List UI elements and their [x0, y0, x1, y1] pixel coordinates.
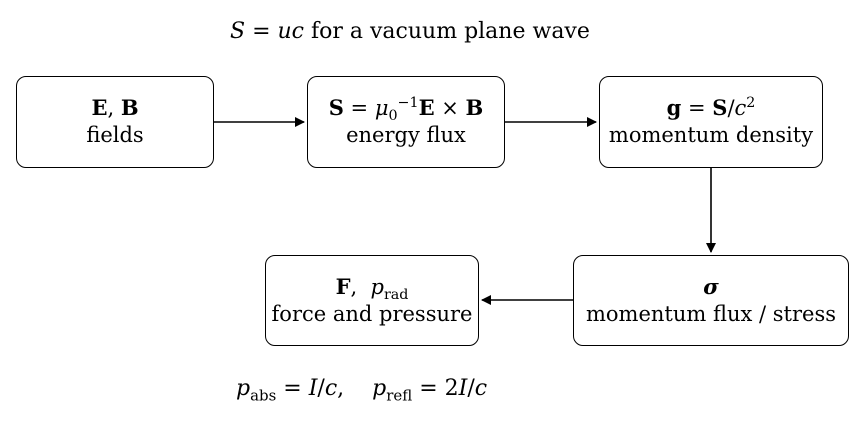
node-stress-math: σ [703, 273, 719, 299]
node-fields: E, B fields [16, 76, 214, 168]
node-flux-label: energy flux [346, 123, 466, 147]
node-force: F, prad force and pressure [265, 255, 479, 346]
top-caption-text: for a vacuum plane wave [311, 19, 590, 44]
top-caption: S = uc for a vacuum plane wave [230, 19, 590, 44]
node-force-math: F, prad [335, 273, 409, 303]
bottom-caption: pabs = I/c,prefl = 2I/c [236, 376, 488, 405]
node-stress: σ momentum flux / stress [573, 255, 849, 346]
node-flux-math: S = μ0−1E × B [328, 95, 484, 125]
node-momentum-label: momentum density [608, 123, 814, 147]
node-force-label: force and pressure [271, 301, 473, 326]
node-stress-label: momentum flux / stress [585, 301, 836, 326]
node-flux: S = μ0−1E × B energy flux [307, 76, 505, 168]
node-momentum-math: g = S/c2 [666, 95, 756, 121]
node-fields-label: fields [86, 123, 144, 147]
node-momentum: g = S/c2 momentum density [599, 76, 823, 168]
node-fields-math: E, B [91, 95, 139, 121]
